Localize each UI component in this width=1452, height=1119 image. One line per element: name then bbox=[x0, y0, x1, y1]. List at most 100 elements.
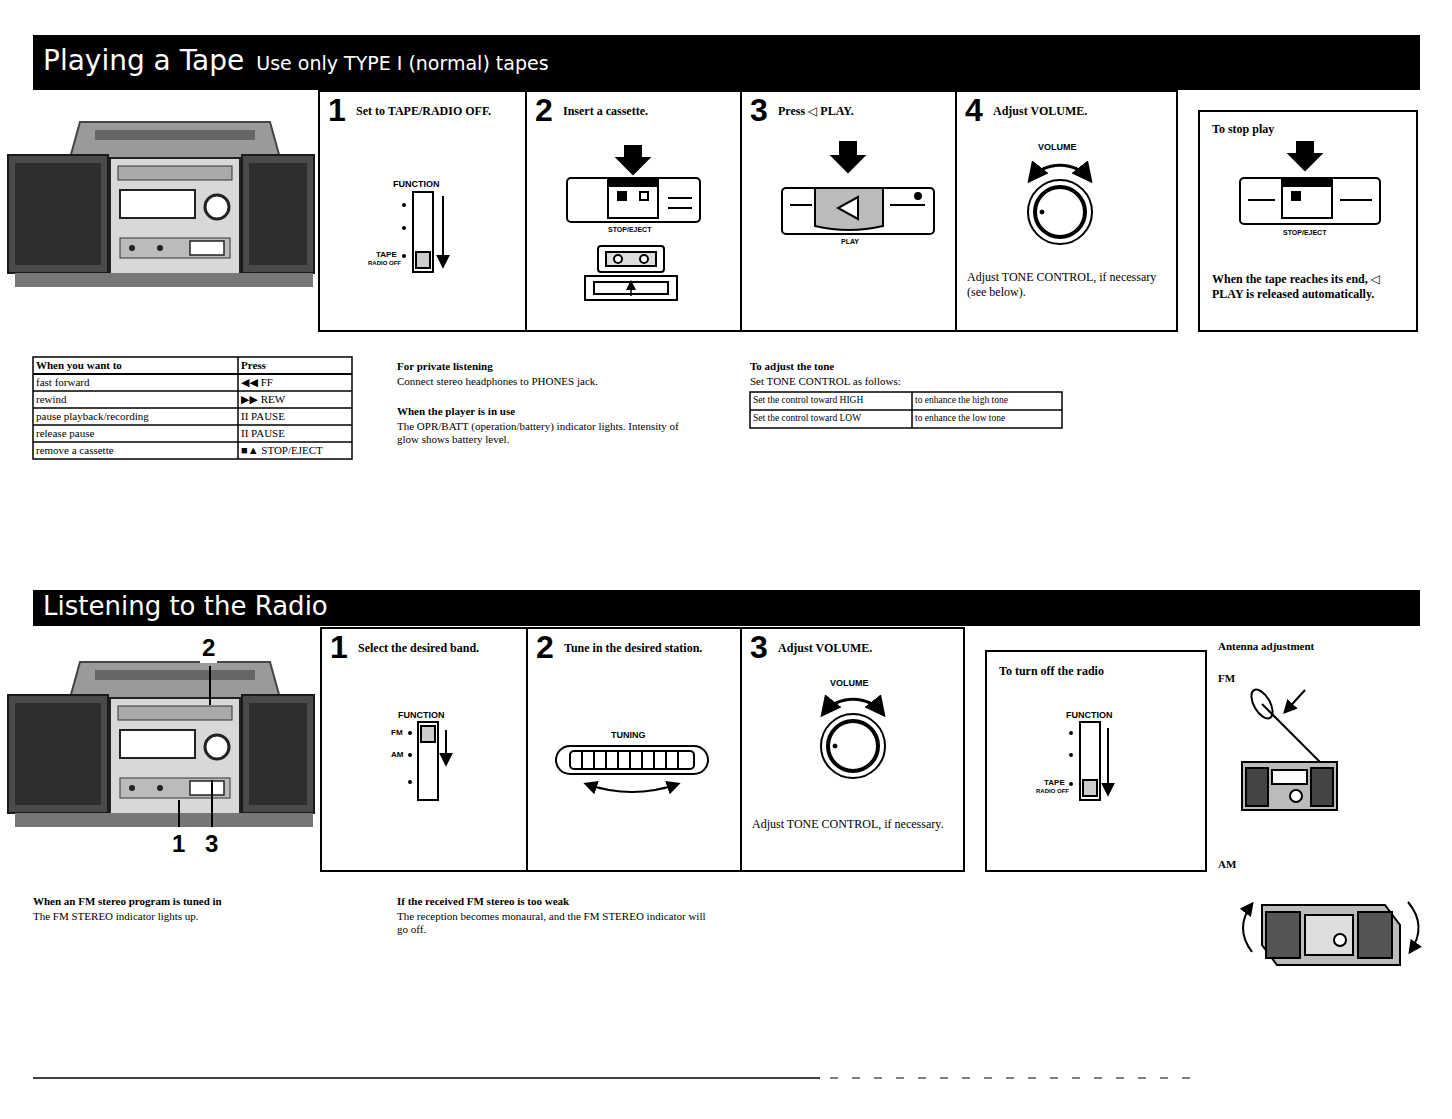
volume-knob bbox=[821, 699, 885, 778]
section-band: Listening to the Radio bbox=[33, 590, 1420, 626]
step-number: 1 bbox=[328, 94, 346, 126]
part-label: STOP/EJECT bbox=[608, 226, 651, 234]
radio-boombox-photo bbox=[8, 662, 314, 827]
step-heading: To turn off the radio bbox=[999, 664, 1189, 679]
tuning-dial bbox=[593, 752, 595, 768]
table-grid bbox=[33, 357, 1062, 459]
step-box: 1Select the desired band. bbox=[320, 627, 528, 872]
step-heading: Set to TAPE/RADIO OFF. bbox=[356, 104, 516, 119]
table-cell: ◀◀ FF bbox=[241, 376, 273, 389]
callout-leader bbox=[211, 780, 213, 827]
cassette-deck bbox=[640, 255, 648, 263]
function-switch bbox=[402, 192, 443, 272]
step-heading: Select the desired band. bbox=[358, 641, 518, 656]
note-text: Set TONE CONTROL as follows: bbox=[750, 375, 901, 388]
stop-eject-button bbox=[1289, 142, 1321, 170]
play-button bbox=[890, 204, 925, 206]
step-box: 4Adjust VOLUME.Adjust TONE CONTROL, if n… bbox=[955, 90, 1178, 332]
tuning-dial bbox=[556, 746, 708, 774]
note-box: To turn off the radio bbox=[985, 650, 1207, 872]
table-cell: II PAUSE bbox=[241, 427, 285, 440]
step-heading: Insert a cassette. bbox=[563, 104, 723, 119]
stop-eject-button bbox=[1240, 142, 1380, 224]
tuning-dial bbox=[677, 752, 679, 768]
table-cell: remove a cassette bbox=[36, 444, 114, 457]
band-title: Listening to the Radio bbox=[43, 591, 328, 621]
table-grid bbox=[33, 357, 352, 459]
am-antenna-figure bbox=[1408, 902, 1419, 952]
fm-antenna-figure bbox=[1242, 762, 1337, 810]
table-grid bbox=[750, 392, 1062, 428]
stop-eject-button bbox=[1340, 199, 1372, 201]
table-grid bbox=[911, 392, 913, 428]
cassette-deck bbox=[610, 178, 656, 186]
tuning-dial bbox=[665, 752, 667, 768]
note-text: The reception becomes monaural, and the … bbox=[397, 910, 707, 936]
radio-boombox-photo bbox=[8, 662, 314, 827]
cassette-deck bbox=[567, 178, 700, 222]
callout-leader bbox=[209, 666, 211, 705]
fm-antenna-figure bbox=[1290, 790, 1302, 802]
tuning-dial bbox=[581, 752, 583, 768]
step-number: 3 bbox=[750, 631, 768, 663]
play-button bbox=[815, 188, 883, 230]
am-antenna-figure bbox=[1305, 915, 1353, 955]
play-button bbox=[838, 197, 858, 219]
cassette-deck bbox=[618, 192, 626, 200]
stop-eject-button bbox=[1240, 178, 1380, 224]
step-number: 3 bbox=[750, 94, 768, 126]
volume-knob bbox=[1040, 210, 1044, 214]
table-cell: II PAUSE bbox=[241, 410, 285, 423]
part-label: VOLUME bbox=[1038, 142, 1077, 153]
table-grid bbox=[237, 357, 239, 459]
band-switch bbox=[408, 753, 412, 757]
play-button bbox=[782, 142, 934, 234]
function-switch bbox=[402, 203, 406, 207]
table-cell: When you want to bbox=[36, 359, 122, 372]
fm-antenna-figure bbox=[1242, 686, 1337, 810]
tuning-dial bbox=[617, 752, 619, 768]
play-button bbox=[790, 204, 812, 206]
step-note: Adjust TONE CONTROL, if necessary. bbox=[752, 817, 952, 832]
volume-knob bbox=[1030, 165, 1090, 180]
play-button bbox=[782, 188, 934, 234]
function-switch bbox=[1069, 731, 1073, 735]
function-switch bbox=[402, 254, 406, 258]
part-label: FUNCTION bbox=[1066, 710, 1113, 721]
band-switch bbox=[418, 722, 438, 800]
table-grid bbox=[750, 409, 1062, 411]
table-cell: rewind bbox=[36, 393, 67, 406]
part-label: FUNCTION bbox=[393, 179, 440, 190]
function-switch bbox=[1069, 753, 1073, 757]
cassette-deck bbox=[668, 197, 692, 199]
function-switch bbox=[442, 196, 444, 266]
callout-leader bbox=[178, 800, 180, 827]
band-title: Playing a Tape bbox=[43, 44, 244, 77]
table-cell: Set the control toward LOW bbox=[753, 413, 861, 424]
tuning-dial bbox=[570, 751, 694, 769]
am-antenna-figure bbox=[1358, 912, 1392, 958]
function-switch bbox=[1107, 728, 1109, 794]
function-switch bbox=[1080, 722, 1100, 800]
callout-number: 1 bbox=[170, 830, 187, 859]
part-label: PLAY bbox=[841, 238, 859, 246]
volume-knob bbox=[821, 714, 885, 778]
tape-boombox-photo bbox=[8, 122, 314, 287]
function-switch bbox=[416, 252, 430, 268]
function-switch bbox=[1069, 782, 1073, 786]
part-label: AM bbox=[391, 750, 403, 760]
fm-antenna-figure bbox=[1272, 770, 1307, 784]
tuning-dial bbox=[586, 784, 678, 792]
volume-knob bbox=[1035, 187, 1085, 237]
note-heading: If the received FM stereo is too weak bbox=[397, 895, 569, 908]
am-antenna-figure bbox=[1243, 902, 1419, 965]
page-rule bbox=[33, 1077, 820, 1079]
note-heading: For private listening bbox=[397, 360, 493, 373]
table-cell: ▶▶ REW bbox=[241, 393, 285, 406]
band-subtitle: Use only TYPE I (normal) tapes bbox=[256, 52, 548, 74]
part-label: FM bbox=[391, 728, 403, 738]
band-switch bbox=[445, 730, 447, 764]
part-label: FUNCTION bbox=[398, 710, 445, 721]
step-box: 2Tune in the desired station. bbox=[526, 627, 742, 872]
